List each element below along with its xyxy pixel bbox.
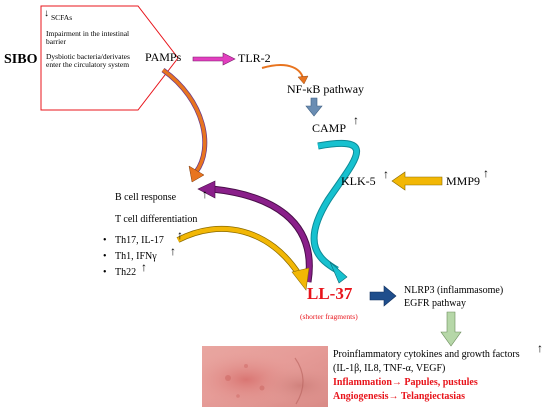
th22-label: Th22: [115, 267, 137, 278]
klk5-up-arrow: ↑: [383, 167, 389, 181]
th1-up-arrow: ↑: [170, 244, 176, 258]
nlrp3-label: NLRP3 (inflammasome): [404, 285, 504, 296]
nfkb-to-camp-arrow: [305, 97, 323, 117]
box-line-dysbiotic: Dysbiotic bacteria/derivates enter the c…: [46, 52, 130, 70]
cytokine-list-label: (IL-1β, IL8, TNF-α, VEGF): [333, 363, 446, 374]
skin-photo: [202, 346, 328, 407]
nfkb-label: NF-κB pathway: [287, 82, 365, 96]
pamps-to-tcells-arrow: [161, 67, 208, 174]
tlr2-label: TLR-2: [238, 51, 271, 65]
ll37-label: LL-37: [307, 284, 353, 303]
scfas-down-arrow: ↓: [44, 8, 49, 19]
cytokines-up-arrow: ↑: [537, 341, 543, 355]
shorter-fragments-label: (shorter fragments): [300, 312, 358, 321]
pamps-to-tlr2-arrow: [192, 52, 236, 66]
bcell-up-arrow: ↑: [202, 187, 208, 201]
box-line-scfas: SCFAs: [51, 13, 73, 22]
sibo-label: SIBO: [4, 52, 38, 67]
bullet-th17: •: [103, 235, 107, 246]
tcell-label: T cell differentiation: [115, 214, 198, 225]
th1-label: Th1, IFNγ: [115, 251, 157, 262]
box-line-impairment: Impairment in the intestinal barrier: [46, 29, 130, 47]
bullet-th22: •: [103, 267, 107, 278]
th17-up-arrow: ↑: [177, 228, 183, 242]
camp-to-ll37-arrow: [310, 139, 361, 274]
cytokines-label: Proinflammatory cytokines and growth fac…: [333, 349, 520, 360]
mmp9-up-arrow: ↑: [483, 166, 489, 180]
bullet-th1: •: [103, 251, 107, 262]
mmp9-label: MMP9: [446, 174, 481, 188]
ll37-to-nlrp3-arrow: [369, 285, 397, 307]
mmp9-to-klk5-arrow: [391, 171, 443, 191]
egfr-label: EGFR pathway: [404, 298, 466, 309]
inflammation-label: Inflammation→ Papules, pustules: [333, 377, 478, 388]
th17-label: Th17, IL-17: [115, 235, 164, 246]
sibo-arrow-box: [40, 5, 179, 111]
klk5-label: KLK-5: [341, 174, 376, 188]
egfr-to-cytokines-arrow: [440, 311, 462, 347]
th22-up-arrow: ↑: [141, 260, 147, 274]
bcell-label: B cell response: [115, 192, 177, 203]
camp-label: CAMP: [312, 121, 347, 135]
tlr2-to-nfkb-arrow: [261, 64, 304, 80]
camp-up-arrow: ↑: [353, 113, 359, 127]
angiogenesis-label: Angiogenesis→ Telangiectasias: [333, 391, 465, 402]
pamps-label: PAMPs: [145, 50, 182, 64]
